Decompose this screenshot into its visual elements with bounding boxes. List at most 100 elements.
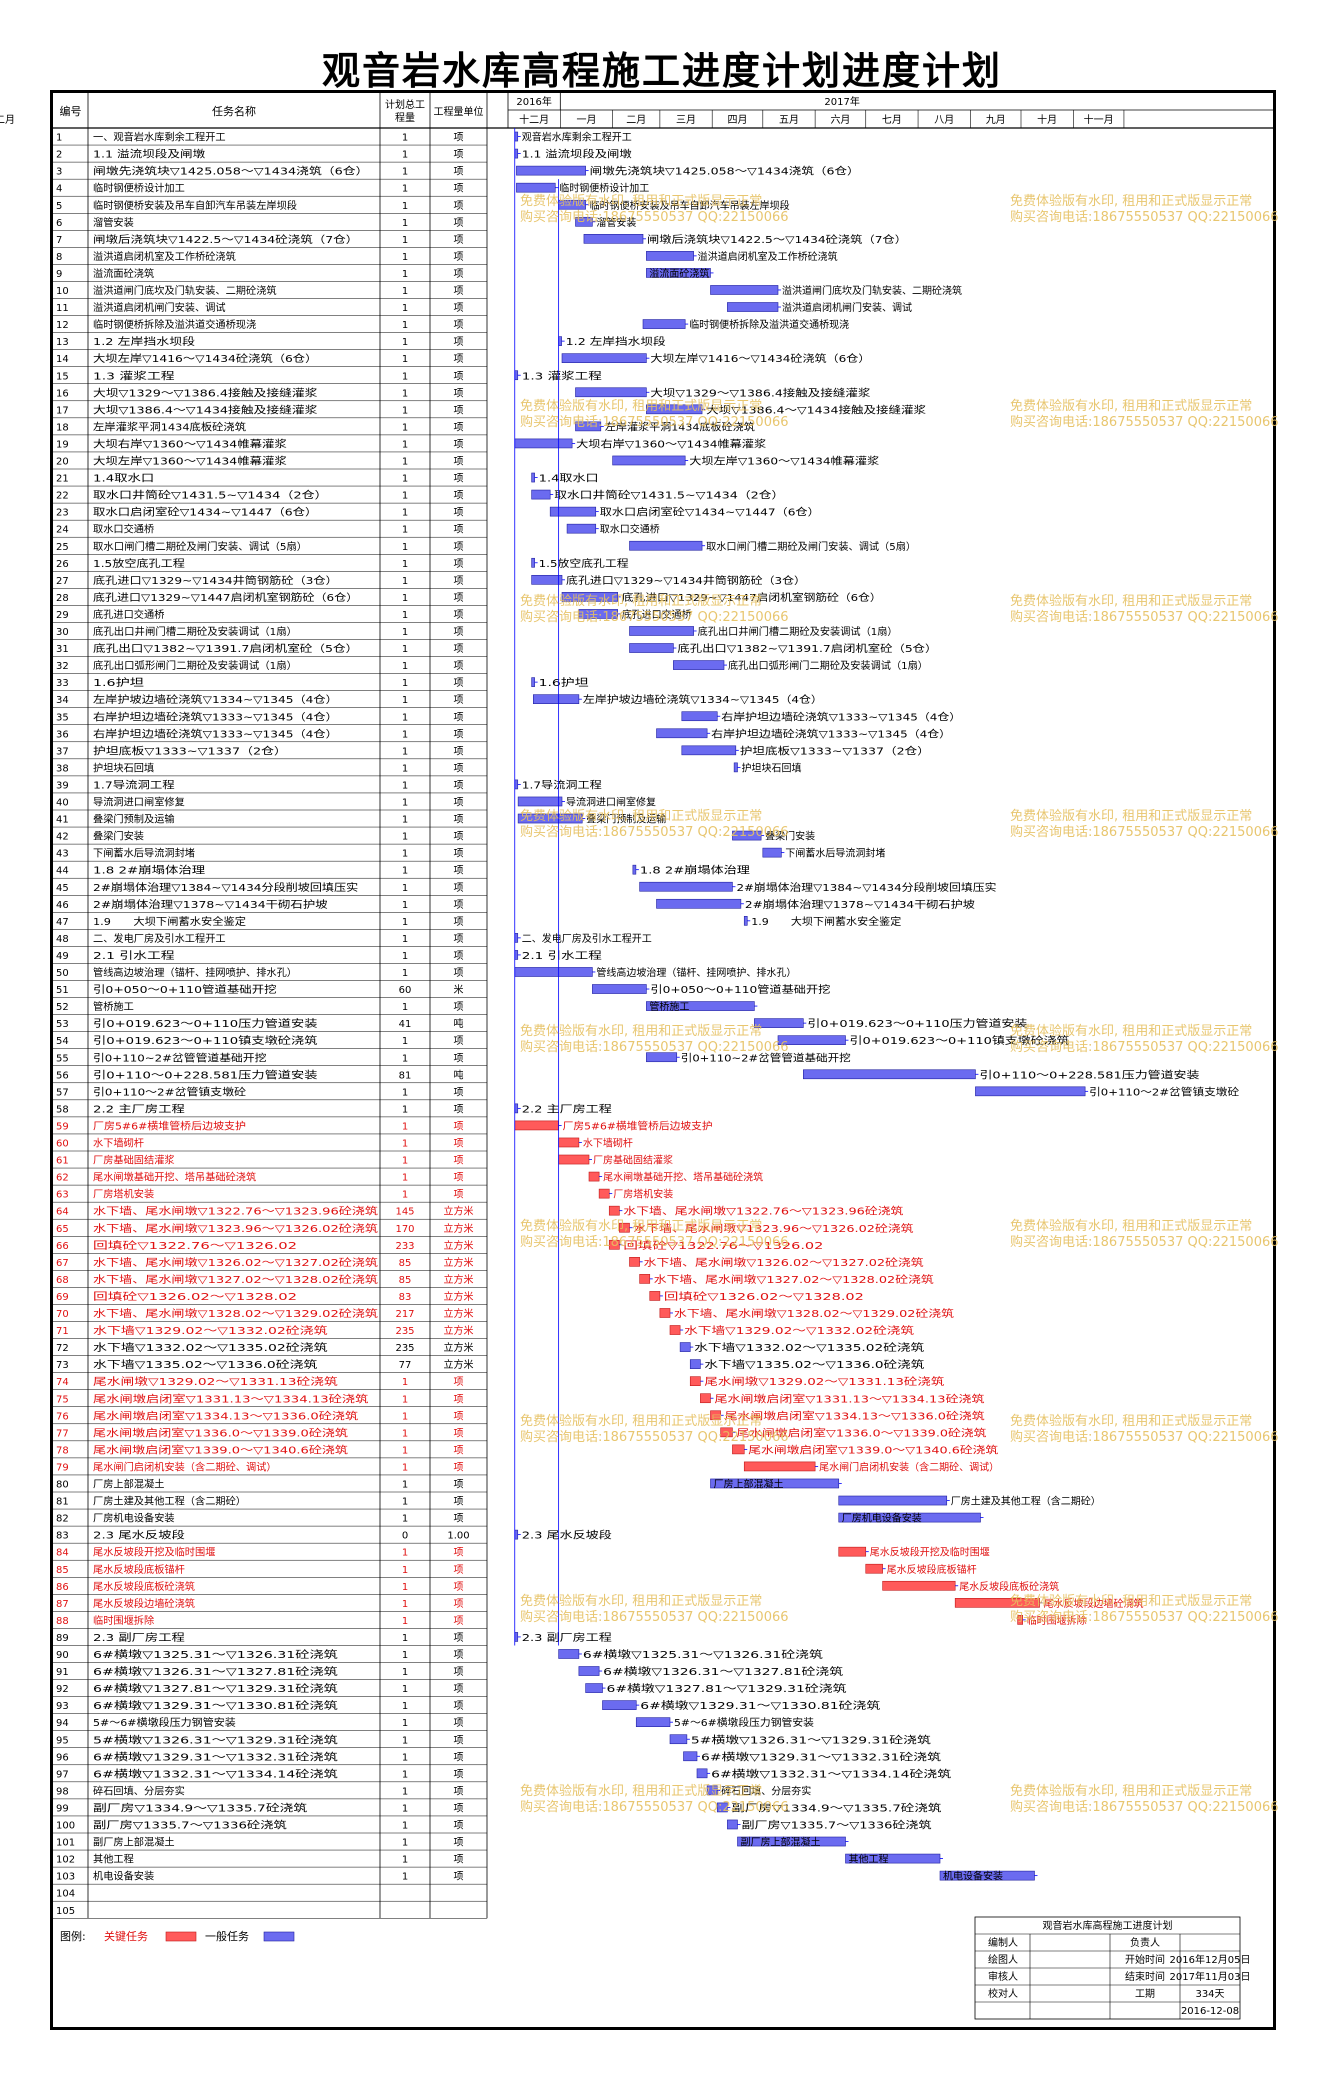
table-cell-name: 厂房机电设备安装 <box>93 1512 175 1525</box>
gantt-bar <box>743 1461 816 1472</box>
table-cell-unit: 项 <box>454 660 464 672</box>
table-cell-id: 75 <box>56 1394 69 1405</box>
table-cell-name: 叠梁门安装 <box>93 830 144 843</box>
table-cell-id: 16 <box>56 388 69 399</box>
gantt-bar-label: 大坝左岸▽1360～▽1434帷幕灌浆 <box>689 455 879 468</box>
table-cell-unit: 项 <box>454 728 464 740</box>
gantt-bar <box>683 1751 698 1762</box>
gantt-bar-label: 2.3 尾水反坡段 <box>522 1529 612 1542</box>
gantt-bar-label: 叠梁门安装 <box>765 830 815 843</box>
table-cell-name: 机电设备安装 <box>93 1870 154 1883</box>
table-cell-name: 闸墩先浇筑块▽1425.058～▽1434浇筑（6仓） <box>93 165 368 178</box>
gantt-bar-label: 引0+110~2#岔管管道基础开挖 <box>681 1051 851 1064</box>
gantt-bar-label: 二、发电厂房及引水工程开工 <box>522 932 652 945</box>
gantt-bar-label: 1.5放空底孔工程 <box>539 557 629 570</box>
column-header-qty: 计划总工 <box>385 98 425 111</box>
gantt-bar <box>689 1359 701 1369</box>
table-cell-qty: 1 <box>402 303 408 314</box>
table-cell-id: 95 <box>56 1735 69 1746</box>
table-cell-qty: 170 <box>395 1224 414 1235</box>
table-cell-qty: 1 <box>402 968 408 979</box>
table-cell-name: 溢洪道启闭机闸门安装、调试 <box>93 301 226 314</box>
watermark-line-2: 购买咨询电话:18675550537 QQ:22150066 <box>1010 824 1279 840</box>
table-cell-unit: 项 <box>454 1785 464 1797</box>
gantt-bar <box>514 148 519 159</box>
watermark-line-2: 购买咨询电话:18675550537 QQ:22150066 <box>520 209 789 225</box>
gantt-bar-label: 底孔出口▽1382~▽1391.7启闭机室砼（5仓） <box>677 642 937 655</box>
table-cell-unit: 项 <box>454 933 464 945</box>
table-cell-qty: 1 <box>402 1684 408 1695</box>
table-cell-id: 74 <box>56 1377 69 1388</box>
watermark-line-2: 购买咨询电话:18675550537 QQ:22150066 <box>1010 1039 1279 1055</box>
table-cell-id: 81 <box>56 1497 69 1508</box>
legend-label: 图例: <box>60 1929 86 1943</box>
gantt-bar-label: 厂房土建及其他工程（含二期砼） <box>951 1495 1101 1508</box>
table-cell-unit: 项 <box>454 251 464 263</box>
table-cell-name: 尾水闸门启闭机安装（含二期砼、调试） <box>93 1460 277 1473</box>
gantt-bar-label: 左岸护坡边墙砼浇筑▽1334~▽1345（4仓） <box>583 693 823 706</box>
table-cell-unit: 立方米 <box>444 1290 474 1303</box>
table-cell-name: 6#横墩▽1329.31～▽1332.31砼浇筑 <box>93 1750 338 1763</box>
gantt-bar-label: 6#横墩▽1329.31～▽1330.81砼浇筑 <box>640 1699 880 1712</box>
table-cell-id: 45 <box>56 883 69 894</box>
gantt-bar <box>516 182 556 193</box>
table-cell-id: 50 <box>56 968 69 979</box>
table-cell-name: 尾水反坡段开挖及临时围堰 <box>93 1546 215 1559</box>
table-cell-qty: 1 <box>402 1087 408 1098</box>
gantt-bar <box>516 165 586 176</box>
table-cell-id: 39 <box>56 780 69 791</box>
watermark-line-1: 免费体验版有水印, 租用和正式版显示正常 <box>520 1023 762 1039</box>
table-cell-id: 52 <box>56 1002 69 1013</box>
gantt-bar <box>681 745 737 756</box>
gantt-bar-label: 水下墙▽1329.02～▽1332.02砼浇筑 <box>684 1324 914 1337</box>
watermark-line-2: 购买咨询电话:18675550537 QQ:22150066 <box>520 1799 789 1815</box>
gantt-bar-label: 溢洪道启闭机闸门安装、调试 <box>782 301 912 314</box>
gantt-bar-label: 导流洞进口闸室修复 <box>566 796 656 809</box>
table-cell-name: 大坝▽1386.4～▽1434接触及接缝灌浆 <box>93 403 317 416</box>
gantt-bar <box>710 285 779 295</box>
table-cell-qty: 1 <box>402 201 408 212</box>
table-cell-qty: 1 <box>402 354 408 365</box>
table-cell-id: 61 <box>56 1156 69 1167</box>
table-cell-unit: 项 <box>454 404 464 416</box>
table-cell-id: 9 <box>56 269 62 280</box>
table-cell-unit: 项 <box>454 677 464 689</box>
table-cell-name: 水下墙▽1329.02～▽1332.02砼浇筑 <box>93 1324 328 1337</box>
gantt-bar <box>514 1529 519 1540</box>
page-title: 观音岩水库高程施工进度计划进度计划 <box>321 49 1002 93</box>
table-cell-id: 24 <box>56 525 69 536</box>
table-cell-name: 取水口井筒砼▽1431.5~▽1434（2仓） <box>93 489 328 502</box>
watermark-line-1: 免费体验版有水印, 租用和正式版显示正常 <box>1010 193 1252 209</box>
table-cell-qty: 1 <box>402 866 408 877</box>
gantt-bar-label: 6#横墩▽1327.81～▽1329.31砼浇筑 <box>607 1682 847 1695</box>
table-cell-id: 86 <box>56 1582 69 1593</box>
table-cell-unit: 项 <box>454 507 464 519</box>
watermark-line-2: 购买咨询电话:18675550537 QQ:22150066 <box>520 1609 789 1625</box>
table-cell-name: 尾水闸墩基础开挖、塔吊基础砼浇筑 <box>93 1171 256 1184</box>
gantt-bar-label: 观音岩水库剩余工程开工 <box>522 131 632 144</box>
gantt-bar <box>514 950 519 960</box>
gantt-bar <box>632 864 637 875</box>
gantt-bar <box>531 574 563 585</box>
table-cell-id: 82 <box>56 1514 69 1525</box>
gantt-bar <box>642 319 686 329</box>
gantt-bar <box>558 1137 580 1148</box>
gantt-bar-label: 管线高边坡治理（锚杆、挂网喷护、排水孔） <box>596 966 796 979</box>
table-cell-qty: 1 <box>402 678 408 689</box>
table-cell-unit: 吨 <box>454 1017 464 1030</box>
gantt-bar-label: 取水口井筒砼▽1431.5~▽1434（2仓） <box>554 489 784 502</box>
table-cell-id: 78 <box>56 1445 69 1456</box>
table-cell-id: 48 <box>56 934 69 945</box>
gantt-bar <box>514 438 573 449</box>
gantt-bar <box>656 728 708 739</box>
watermark-line-1: 免费体验版有水印, 租用和正式版显示正常 <box>1010 1413 1252 1429</box>
table-cell-id: 5 <box>56 201 62 212</box>
table-cell-unit: 项 <box>454 149 464 161</box>
table-cell-unit: 项 <box>454 421 464 433</box>
gantt-bar <box>803 1069 976 1080</box>
gantt-bar <box>629 643 674 653</box>
gantt-bar-label: 水下墙、尾水闸墩▽1322.76～▽1323.96砼浇筑 <box>623 1205 903 1218</box>
table-cell-unit: 项 <box>454 1854 464 1866</box>
year-label-2017: 2017年 <box>824 95 859 108</box>
table-cell-id: 100 <box>56 1821 75 1832</box>
